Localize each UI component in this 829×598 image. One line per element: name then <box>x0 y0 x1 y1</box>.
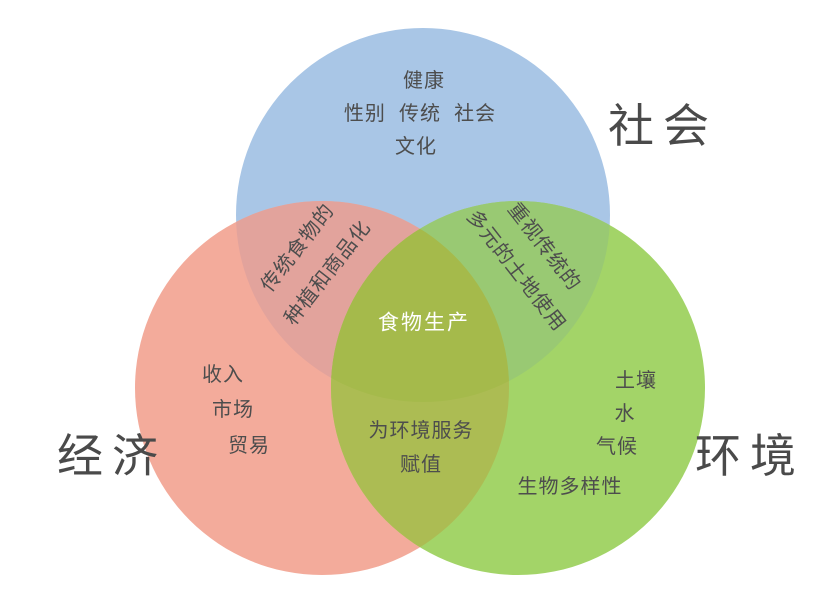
environment-item-soil: 土壤 <box>615 370 657 392</box>
environment-item-water: 水 <box>614 403 636 425</box>
environment-item-climate: 气候 <box>596 436 638 458</box>
society-label: 社会 <box>608 101 718 152</box>
economy-item-income: 收入 <box>202 364 244 386</box>
economy-item-market: 市场 <box>212 399 254 421</box>
society-item-culture: 文化 <box>395 136 437 158</box>
economy-environment-text-line2: 赋值 <box>400 454 442 476</box>
society-item-gender-tradition-society: 性别 传统 社会 <box>343 103 497 125</box>
society-item-health: 健康 <box>403 70 445 92</box>
center-text-food-production: 食物生产 <box>378 311 470 335</box>
economy-item-trade: 贸易 <box>228 435 270 457</box>
environment-item-biodiversity: 生物多样性 <box>517 476 623 498</box>
economy-label: 经济 <box>57 431 167 482</box>
environment-label: 环境 <box>695 431 805 482</box>
center-overlap <box>331 201 509 402</box>
economy-environment-text-line1: 为环境服务 <box>368 420 474 442</box>
